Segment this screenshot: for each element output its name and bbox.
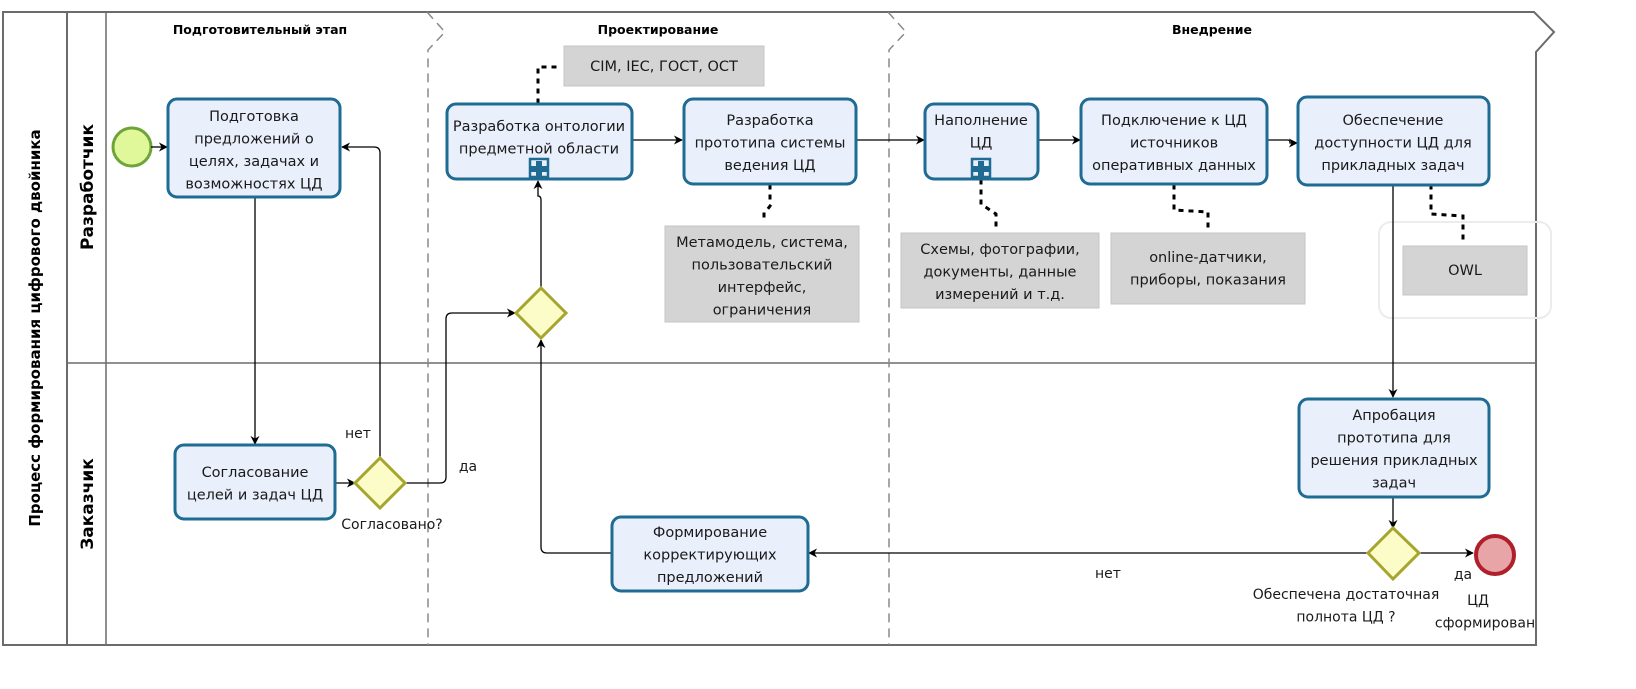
- phase-separator-1: [426, 11, 447, 645]
- assoc-fill-schemes: [979, 179, 998, 232]
- svg-text:Метамодель, система,пользовате: Метамодель, система,пользовательскийинте…: [676, 235, 848, 319]
- plus-icon: [973, 161, 989, 177]
- phase-title-design: Проектирование: [598, 22, 719, 37]
- pool-border: [2, 11, 1556, 646]
- gateway-merge[interactable]: [513, 285, 569, 341]
- assoc-ontology-standards: [536, 65, 564, 104]
- group-owl: [1378, 221, 1552, 319]
- gateway-agreed[interactable]: [352, 455, 408, 511]
- artifact-standards: CIM, IEC, ГОСТ, ОСТ: [563, 45, 765, 87]
- artifact-owl: OWL: [1402, 245, 1528, 296]
- phase-title-implementation: Внедрение: [1172, 22, 1252, 37]
- flow-corrective-to-merge: [536, 339, 611, 554]
- pool-title: Процесс формирования цифрового двойника: [26, 129, 44, 526]
- phase-title-prep: Подготовительный этап: [173, 22, 347, 37]
- gateway-agreed-question: Согласовано?: [341, 517, 442, 533]
- svg-text:Схемы, фотографии,документы,: Схемы, фотографии,документы, данныеизмер…: [920, 242, 1079, 303]
- assoc-prototype-metamodel: [762, 184, 772, 226]
- lane-title-developer: Разработчик: [78, 124, 98, 250]
- end-event[interactable]: [1474, 534, 1516, 576]
- flow-connect-to-provide: [1268, 138, 1298, 148]
- lane-title-customer: Заказчик: [78, 458, 98, 550]
- gateway-completeness-yes-label: да: [1454, 567, 1472, 583]
- svg-text:CIM, IEC, ГОСТ, ОСТ: CIM, IEC, ГОСТ, ОСТ: [590, 59, 738, 75]
- flow-merge-to-ontology: [533, 180, 543, 288]
- plus-icon: [531, 161, 547, 177]
- svg-text:OWL: OWL: [1448, 263, 1482, 279]
- sequence-flows: [151, 135, 1474, 558]
- svg-text:online-датчики,приборы, показа: online-датчики,приборы, показания: [1130, 250, 1286, 289]
- artifact-sensors: online-датчики,приборы, показания: [1110, 232, 1306, 305]
- assoc-provide-owl: [1429, 184, 1465, 246]
- start-event[interactable]: [111, 126, 153, 168]
- gateway-agreed-no-label: нет: [345, 426, 371, 442]
- assoc-connect-sensors: [1172, 184, 1210, 234]
- flow-gateway-no-to-prepare: [341, 142, 381, 458]
- gateway-completeness-no-label: нет: [1095, 566, 1121, 582]
- gateway-agreed-yes-label: да: [459, 459, 477, 475]
- flow-gateway-yes-to-merge: [405, 308, 516, 484]
- phase-separator-2: [887, 11, 908, 645]
- gateway-completeness[interactable]: [1365, 525, 1422, 582]
- associations: [536, 65, 1465, 246]
